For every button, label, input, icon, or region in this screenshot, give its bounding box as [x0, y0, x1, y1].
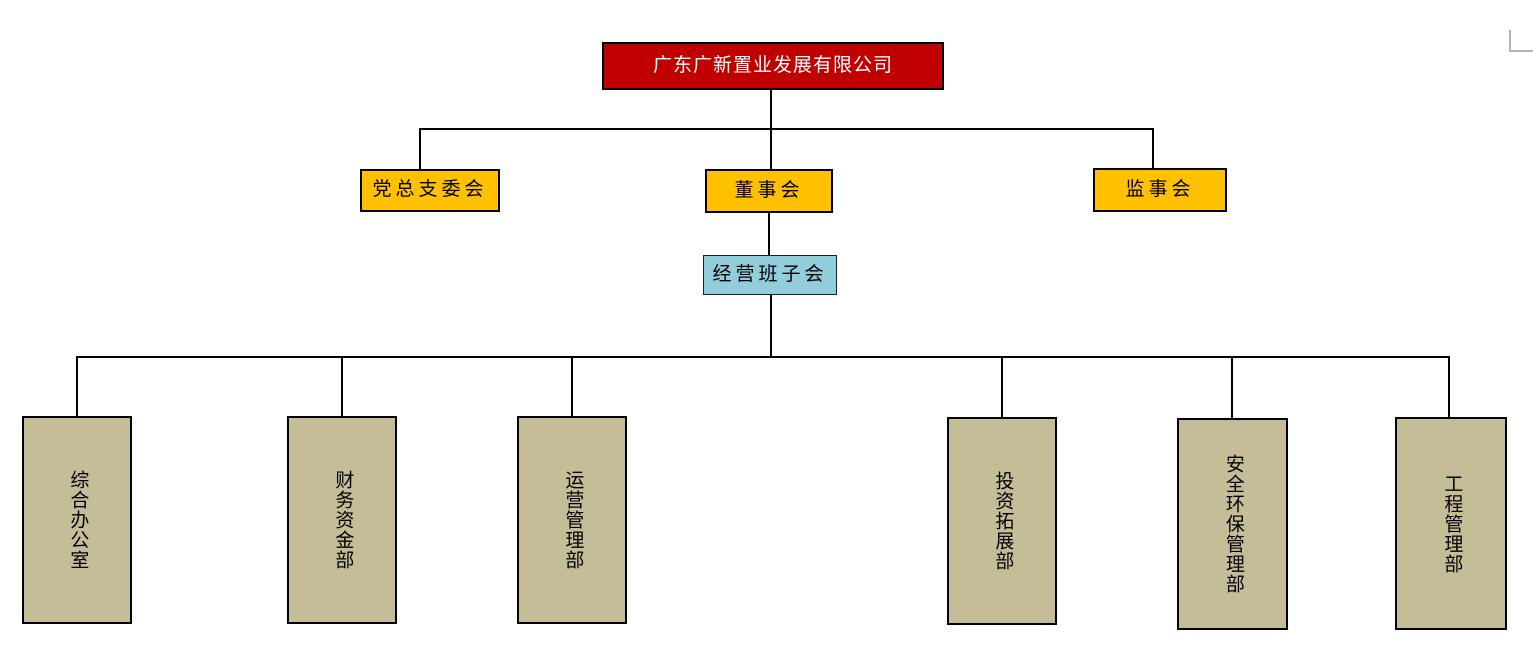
- org-node-root-company: 广东广新置业发展有限公司: [602, 42, 944, 90]
- dept-node-safety-environment: 安全环保管理部: [1177, 418, 1288, 630]
- connector-drop-finance: [341, 356, 343, 417]
- connector-board-to-management: [768, 212, 770, 256]
- connector-drop-investment: [1001, 356, 1003, 418]
- dept-node-investment-development: 投资拓展部: [947, 417, 1057, 625]
- dept-node-engineering-management: 工程管理部: [1395, 417, 1507, 630]
- connector-drop-board: [770, 128, 772, 170]
- connector-drop-safety: [1231, 356, 1233, 419]
- dept-node-general-office: 综合办公室: [22, 416, 132, 624]
- connector-top-horizontal: [419, 128, 1154, 130]
- page-corner-mark-vertical: [1509, 30, 1511, 52]
- connector-drop-general-office: [76, 356, 78, 417]
- org-node-party-committee: 党总支委会: [360, 169, 500, 212]
- connector-drop-party-committee: [419, 128, 421, 170]
- dept-node-operations-management: 运营管理部: [517, 416, 627, 624]
- org-node-management-team: 经营班子会: [703, 255, 837, 295]
- page-corner-mark-horizontal: [1509, 50, 1533, 52]
- org-node-supervisory-board: 监事会: [1093, 168, 1227, 212]
- connector-drop-supervisory: [1152, 128, 1154, 170]
- connector-drop-engineering: [1448, 356, 1450, 418]
- connector-management-down: [770, 294, 772, 357]
- dept-node-finance-capital: 财务资金部: [287, 416, 397, 624]
- connector-root-down: [770, 90, 772, 130]
- org-node-board-of-directors: 董事会: [705, 169, 833, 213]
- connector-bottom-horizontal: [76, 356, 1450, 358]
- connector-drop-operations: [571, 356, 573, 417]
